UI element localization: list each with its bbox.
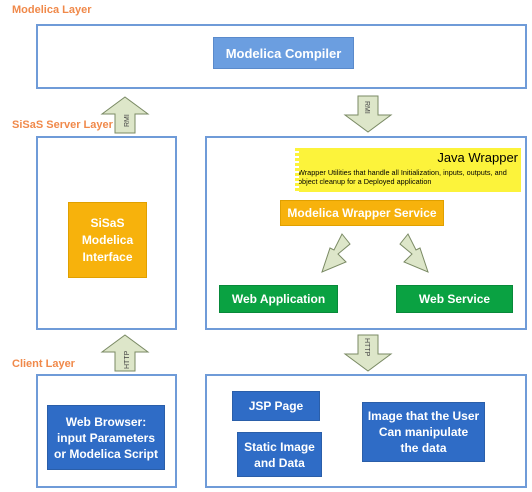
java-wrapper-description: Wrapper Utilities that handle all Initia… xyxy=(298,168,507,186)
jsp-page-node: JSP Page xyxy=(232,391,320,421)
client-layer-label: Client Layer xyxy=(12,358,75,370)
image-manipulate-node: Image that the User Can manipulate the d… xyxy=(362,402,485,462)
http-down-label: HTTP xyxy=(363,338,370,357)
http-up-arrow: HTTP xyxy=(100,334,150,372)
rmi-up-arrow: RMI xyxy=(100,96,150,134)
java-wrapper-title: Java Wrapper xyxy=(437,150,518,165)
static-image-node: Static Image and Data xyxy=(237,432,322,477)
rmi-up-label: RMI xyxy=(124,114,131,127)
rmi-down-label: RMI xyxy=(363,101,370,114)
rmi-down-arrow: RMI xyxy=(343,95,393,133)
http-down-arrow: HTTP xyxy=(343,334,393,372)
web-application-node: Web Application xyxy=(219,285,338,313)
modelica-layer-label: Modelica Layer xyxy=(12,4,92,16)
wrapper-to-webservice-arrow xyxy=(386,232,434,278)
web-browser-node: Web Browser: input Parameters or Modelic… xyxy=(47,405,165,470)
wrapper-to-webapp-arrow xyxy=(316,232,364,278)
modelica-wrapper-service-node: Modelica Wrapper Service xyxy=(280,200,444,226)
modelica-compiler-node: Modelica Compiler xyxy=(213,37,354,69)
sisas-server-layer-label: SiSaS Server Layer xyxy=(12,119,113,131)
java-wrapper-box xyxy=(295,148,521,192)
http-up-label: HTTP xyxy=(124,350,131,369)
web-service-node: Web Service xyxy=(396,285,513,313)
sisas-modelica-interface-node: SiSaS Modelica Interface xyxy=(68,202,147,278)
java-wrapper-left-edge xyxy=(295,148,299,192)
